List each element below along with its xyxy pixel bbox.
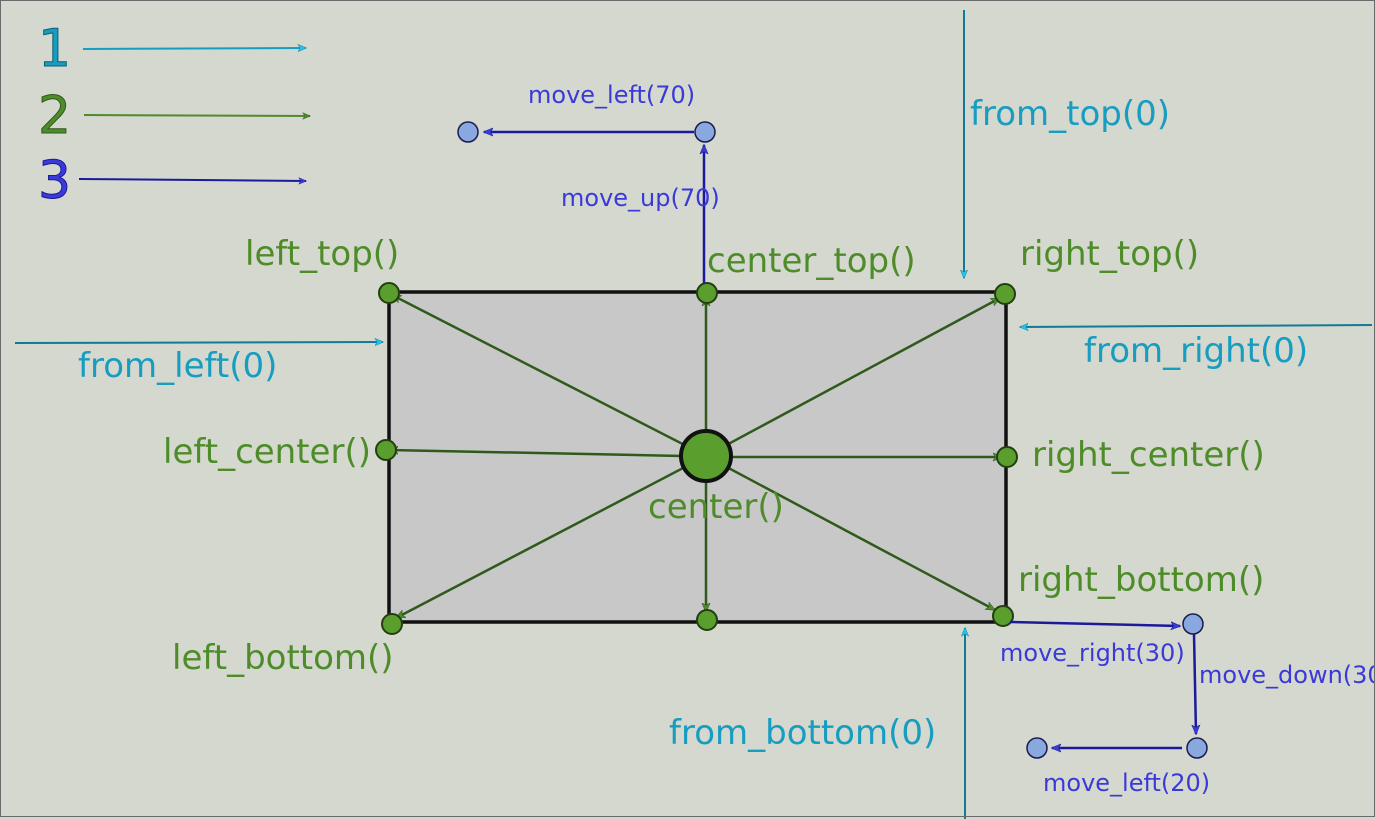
point-move-right-end (1182, 613, 1204, 635)
anchor-points (375, 282, 1018, 635)
move-points-bottom (1026, 613, 1208, 759)
move-chain-bottom (1009, 620, 1196, 748)
label-move-down: move_down(30) (1199, 661, 1375, 689)
label-move-left-top: move_left(70) (528, 81, 695, 109)
legend-arrow-1 (82, 48, 306, 49)
arrow-to-right-bottom (705, 454, 995, 612)
point-center (679, 429, 733, 483)
point-move-left-top-end (457, 121, 479, 143)
arrow-move-right (1009, 620, 1180, 626)
legend: 1 2 3 (38, 19, 310, 212)
label-center-top: center_top() (707, 241, 916, 281)
edge-labels: from_top(0) from_left(0) from_right(0) f… (78, 94, 1308, 753)
label-left-top: left_top() (245, 234, 399, 274)
label-left-bottom: left_bottom() (172, 638, 394, 678)
anchor-arrows (389, 293, 1002, 620)
move-chain-top (484, 132, 704, 283)
legend-number-2: 2 (38, 86, 71, 146)
label-move-right: move_right(30) (1000, 639, 1185, 667)
label-right-center: right_center() (1032, 435, 1265, 475)
label-from-right: from_right(0) (1084, 331, 1308, 371)
point-left-center (375, 439, 397, 461)
label-move-left-bottom: move_left(20) (1043, 769, 1210, 797)
arrow-to-left-center (389, 450, 683, 458)
point-right-center (996, 446, 1018, 468)
legend-number-1: 1 (38, 19, 71, 79)
point-move-left-bottom-end (1026, 737, 1048, 759)
legend-number-3: 3 (38, 151, 71, 211)
label-center: center() (648, 487, 784, 527)
point-move-up-end (694, 121, 716, 143)
point-left-top (378, 282, 400, 304)
label-right-bottom: right_bottom() (1018, 560, 1264, 600)
arrow-to-left-bottom (396, 454, 707, 620)
point-center-bottom (696, 609, 718, 631)
label-from-top: from_top(0) (970, 94, 1170, 134)
point-right-top (994, 283, 1016, 305)
move-points-top (457, 121, 716, 143)
arrow-move-down (1194, 633, 1196, 734)
arrow-from-left (14, 342, 383, 343)
point-move-down-end (1186, 737, 1208, 759)
edge-arrows (14, 10, 1373, 819)
label-left-center: left_center() (163, 432, 371, 472)
point-left-bottom (381, 613, 403, 635)
legend-arrow-2 (83, 115, 310, 116)
label-move-up: move_up(70) (561, 184, 720, 212)
arrow-to-left-top (392, 293, 707, 458)
label-from-bottom: from_bottom(0) (669, 713, 936, 753)
point-right-bottom (992, 605, 1014, 627)
anchor-labels: left_top() center_top() right_top() left… (163, 234, 1265, 678)
label-right-top: right_top() (1020, 234, 1199, 274)
arrow-to-right-top (705, 296, 1000, 458)
point-center-top (696, 282, 718, 304)
legend-arrow-3 (78, 179, 306, 181)
label-from-left: from_left(0) (78, 346, 277, 386)
arrow-from-right (1020, 325, 1373, 327)
